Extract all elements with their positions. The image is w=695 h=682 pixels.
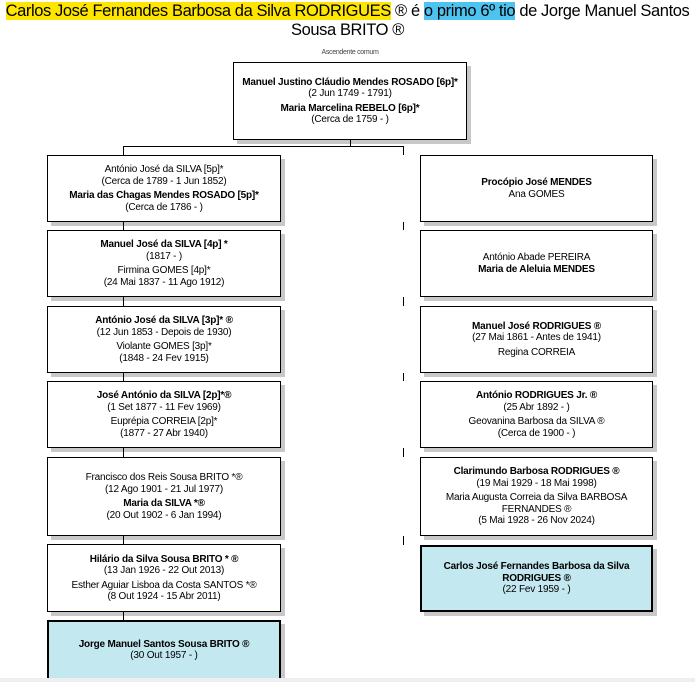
person-detail: Euprépia CORREIA [2p]*: [110, 416, 218, 427]
person-detail: (5 Mai 1928 - 26 Nov 2024): [478, 515, 595, 527]
connector: [123, 448, 124, 457]
person-detail: Francisco dos Reis Sousa BRITO *®: [85, 472, 243, 483]
person-name: Maria Marcelina REBELO [6p]*: [280, 102, 420, 114]
person-detail: Firmina GOMES [4p]*: [117, 265, 211, 276]
person-name: Maria das Chagas Mendes ROSADO [5p]*: [69, 190, 259, 201]
left-lineage-box[interactable]: Jorge Manuel Santos Sousa BRITO ®(30 Out…: [47, 620, 281, 680]
bottom-edge: [0, 678, 695, 682]
connector: [123, 373, 124, 381]
common-ancestor-caption: Ascendente comum: [321, 49, 379, 56]
relationship-title: Carlos José Fernandes Barbosa da Silva R…: [0, 2, 695, 40]
right-lineage-box[interactable]: Manuel José RODRIGUES ®(27 Mai 1861 - An…: [420, 306, 653, 373]
person-detail: Regina CORREIA: [497, 346, 576, 358]
person-detail: Violante GOMES [3p]*: [116, 341, 212, 352]
person-name: Hilário da Silva Sousa BRITO * ®: [89, 553, 239, 565]
person-detail: (Cerca de 1789 - 1 Jun 1852): [101, 175, 227, 187]
left-lineage-box[interactable]: Hilário da Silva Sousa BRITO * ®(13 Jan …: [47, 544, 281, 612]
person-detail: (Cerca de 1759 - ): [311, 114, 389, 125]
person-detail: (24 Mai 1837 - 11 Ago 1912): [103, 276, 225, 288]
person-detail: (2 Jun 1749 - 1791): [308, 88, 392, 99]
person-detail: (1817 - ): [146, 250, 182, 262]
person-name: Jorge Manuel Santos Sousa BRITO ®: [78, 638, 250, 650]
person-name: Maria da SILVA *®: [123, 498, 205, 509]
right-lineage-box[interactable]: António RODRIGUES Jr. ®(25 Abr 1892 - ) G…: [420, 381, 653, 448]
person-detail: (Cerca de 1786 - ): [125, 201, 203, 213]
person-name: Maria de Aleluia MENDES: [478, 263, 595, 275]
connector: [123, 222, 124, 230]
person-name: António José da SILVA [3p]* ®: [95, 315, 233, 326]
person-detail: (25 Abr 1892 - ): [503, 401, 570, 413]
person-detail: (1877 - 27 Abr 1940): [120, 427, 208, 439]
person-detail: Geovanina Barbosa da SILVA ®: [468, 416, 605, 427]
left-lineage-box[interactable]: Manuel José da SILVA [4p] *(1817 - ) Firm…: [47, 230, 281, 297]
person-detail: (1 Set 1877 - 11 Fev 1969): [107, 401, 221, 413]
person-detail: (8 Out 1924 - 15 Abr 2011): [107, 591, 221, 602]
person-name: Clarimundo Barbosa RODRIGUES ®: [453, 466, 620, 478]
connector: [403, 448, 404, 457]
person-detail: Esther Aguiar Lisboa da Costa SANTOS *®: [71, 579, 257, 591]
right-lineage-box[interactable]: Clarimundo Barbosa RODRIGUES ®(19 Mai 19…: [420, 457, 653, 536]
relationship-label: o primo 6º tio: [423, 2, 516, 20]
person-name: Carlos José Fernandes Barbosa da Silva R…: [443, 561, 630, 584]
connector: [403, 222, 404, 230]
person-detail: (12 Ago 1901 - 21 Jul 1977): [104, 483, 224, 495]
person-detail: António José da SILVA [5p]*: [104, 164, 224, 175]
left-lineage-box[interactable]: Francisco dos Reis Sousa BRITO *®(12 Ago…: [47, 457, 281, 536]
left-lineage-box[interactable]: José António da SILVA [2p]*®(1 Set 1877 …: [47, 381, 281, 448]
connector: [123, 612, 124, 620]
person-detail: António Abade PEREIRA: [482, 252, 591, 263]
person-name: António RODRIGUES Jr. ®: [475, 390, 598, 401]
person-a-name: Carlos José Fernandes Barbosa da Silva R…: [5, 2, 391, 20]
connector: [123, 146, 124, 155]
connector: [123, 297, 124, 306]
person-b-name: de Jorge Manuel Santos Sousa BRITO ®: [290, 2, 690, 39]
person-detail: (30 Out 1957 - ): [130, 650, 198, 661]
connector: [403, 297, 404, 306]
person-detail: (1848 - 24 Fev 1915): [119, 352, 209, 364]
left-lineage-box[interactable]: António José da SILVA [5p]*(Cerca de 178…: [47, 155, 281, 222]
connector: [123, 536, 124, 544]
person-detail: Maria Augusta Correia da Silva BARBOSA F…: [445, 492, 628, 515]
connector: [350, 140, 351, 146]
person-detail: (12 Jun 1853 - Depois de 1930): [96, 326, 232, 338]
connector: [123, 146, 404, 147]
common-ancestor-box[interactable]: Manuel Justino Cláudio Mendes ROSADO [6p…: [233, 62, 467, 140]
person-name: Manuel Justino Cláudio Mendes ROSADO [6p…: [242, 76, 458, 88]
person-detail: (22 Fev 1959 - ): [502, 584, 571, 596]
person-detail: (19 Mai 1929 - 18 Mai 1998): [476, 477, 597, 489]
person-name: Manuel José RODRIGUES ®: [472, 320, 601, 332]
person-name: Manuel José da SILVA [4p] *: [100, 239, 228, 250]
person-name: Procópio José MENDES: [481, 177, 592, 188]
person-name: José António da SILVA [2p]*®: [96, 390, 232, 401]
person-detail: (13 Jan 1926 - 22 Out 2013): [103, 565, 225, 576]
title-connector: ® é: [390, 2, 424, 20]
connector: [403, 146, 404, 155]
right-lineage-box[interactable]: Carlos José Fernandes Barbosa da Silva R…: [420, 545, 653, 612]
connector: [403, 536, 404, 545]
left-lineage-box[interactable]: António José da SILVA [3p]* ®(12 Jun 185…: [47, 306, 281, 373]
person-detail: (27 Mai 1861 - Antes de 1941): [472, 332, 601, 344]
connector: [403, 373, 404, 381]
person-detail: (20 Out 1902 - 6 Jan 1994): [106, 509, 222, 521]
person-detail: Ana GOMES: [508, 188, 565, 200]
person-detail: (Cerca de 1900 - ): [497, 427, 576, 439]
